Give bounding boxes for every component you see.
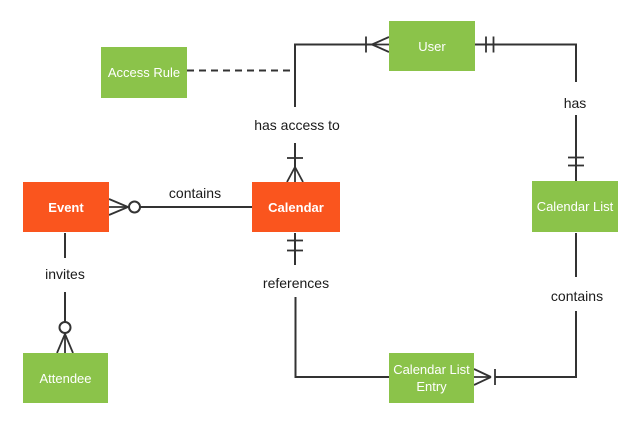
connector-user-has-access-to-calendar	[286, 36, 390, 183]
entity-event-label: Event	[48, 199, 84, 215]
entity-user-label: User	[418, 38, 446, 54]
relationship-label-has-access-to: has access to	[252, 117, 342, 133]
entity-calendar-list: Calendar List	[532, 181, 618, 232]
entity-calendar-label: Calendar	[268, 199, 324, 215]
relationship-label-contains-bottom: contains	[548, 288, 606, 304]
entity-attendee: Attendee	[23, 353, 108, 403]
entity-calendar-list-label: Calendar List	[536, 199, 614, 214]
zero-circle-icon	[58, 321, 72, 334]
connector-user-has-calendar-list	[475, 36, 584, 181]
entity-user: User	[389, 21, 475, 71]
crow-foot-many-icon	[56, 333, 74, 354]
entity-event: Event	[23, 182, 109, 232]
connector-calendar-references-entry	[287, 233, 389, 378]
relationship-label-contains-top: contains	[166, 185, 224, 201]
relationship-label-has: has	[561, 95, 589, 111]
crow-foot-many-icon	[108, 198, 129, 216]
connector-event-contains-calendar	[108, 198, 252, 216]
zero-circle-icon	[128, 200, 141, 214]
one-and-only-one-ticks-icon	[485, 36, 495, 53]
entity-access-rule-label: Access Rule	[107, 65, 181, 80]
connector-list-contains-entry	[473, 233, 577, 386]
entity-access-rule: Access Rule	[101, 47, 187, 98]
entity-calendar-list-entry-label: Calendar List Entry	[393, 362, 470, 394]
crow-foot-many-icon	[473, 368, 492, 386]
entity-attendee-label: Attendee	[39, 370, 92, 386]
crow-foot-many-icon	[371, 36, 390, 53]
connector-event-invites-attendee	[56, 233, 74, 354]
relationship-label-references: references	[260, 275, 332, 291]
entity-calendar-list-entry: Calendar List Entry	[389, 353, 474, 403]
crow-foot-many-icon	[286, 166, 304, 183]
one-and-only-one-ticks-icon	[568, 156, 584, 167]
one-and-only-one-ticks-icon	[287, 239, 303, 252]
entity-calendar: Calendar	[252, 182, 340, 232]
relationship-label-invites: invites	[43, 266, 87, 282]
